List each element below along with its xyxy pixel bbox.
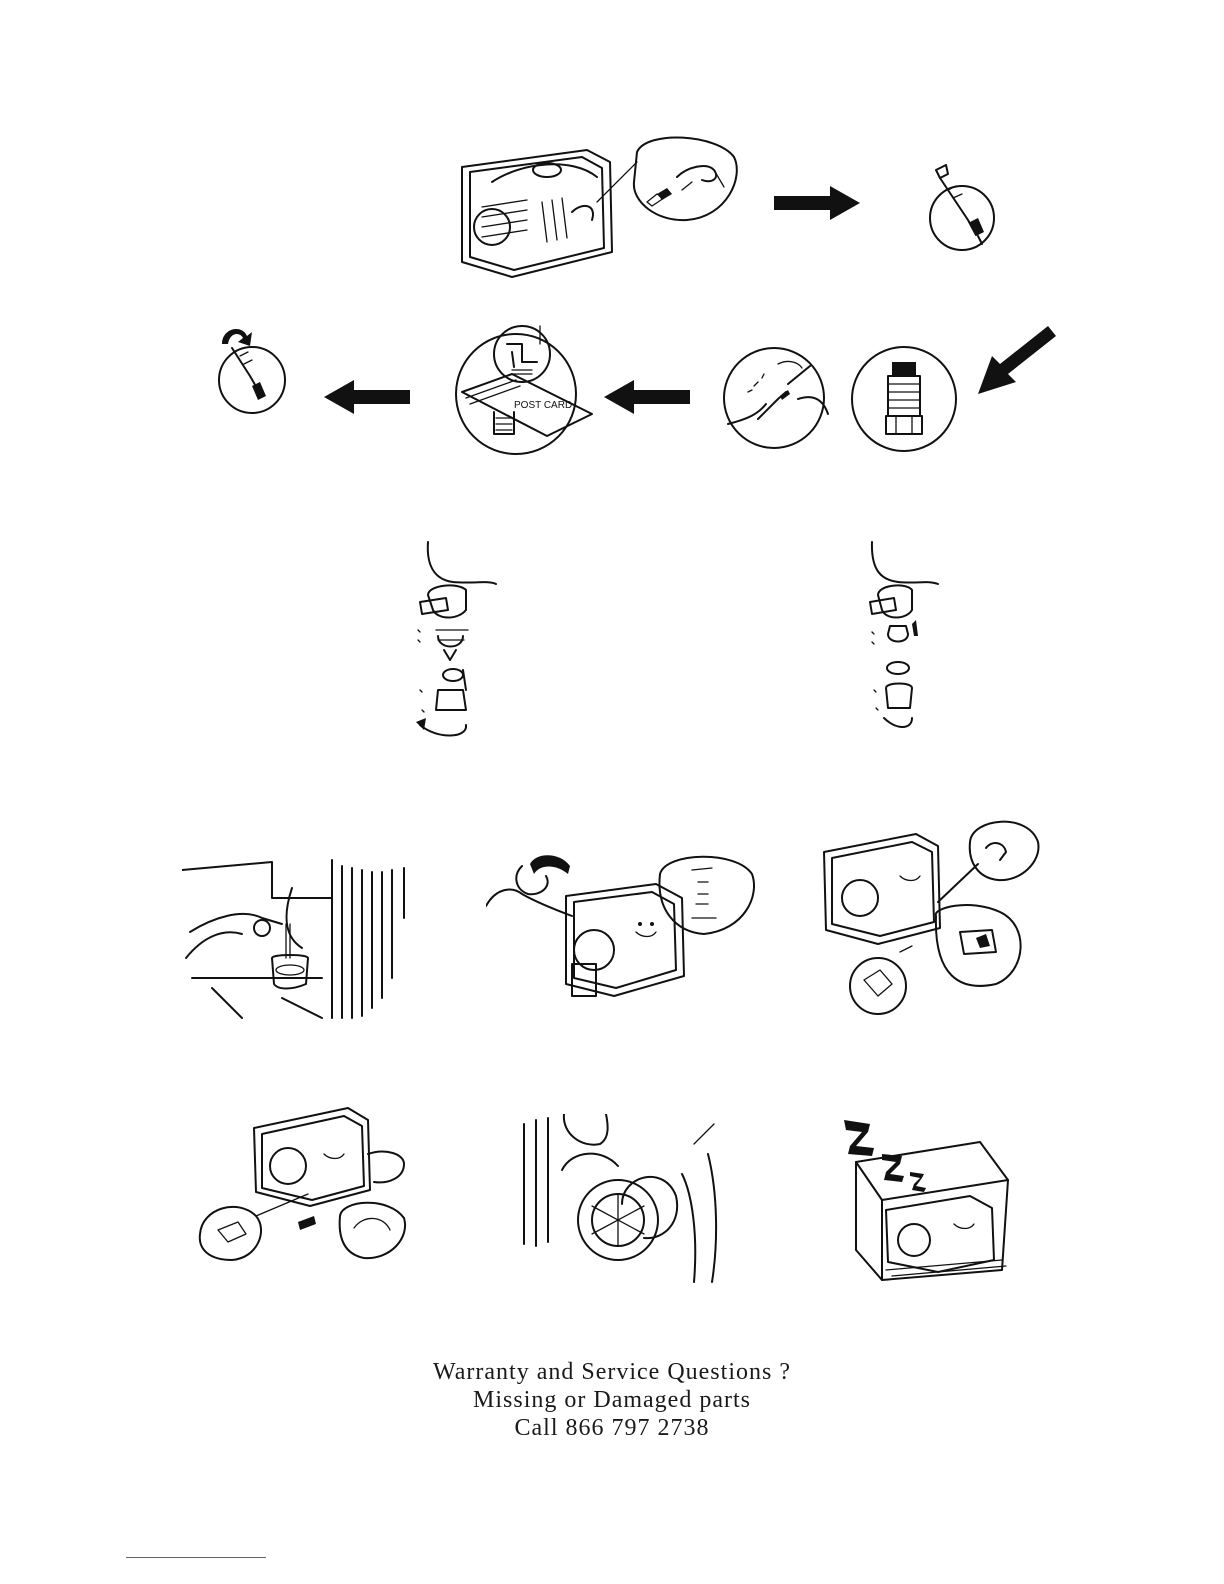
missing-parts-line: Missing or Damaged parts <box>0 1386 1224 1414</box>
phone-line[interactable]: Call 866 797 2738 <box>0 1414 1224 1442</box>
check-gap-postcard-circle: POST CARD <box>452 322 594 458</box>
spark-plug-inspect-circle <box>844 344 966 454</box>
clean-spark-plug-brush-circle <box>718 344 834 456</box>
arrow-left-icon <box>604 380 690 414</box>
pull-recoil-starter-illustration <box>522 1114 718 1286</box>
generator-spark-plug-illustration <box>452 132 742 282</box>
remove-sediment-cup-illustration <box>408 540 504 744</box>
postcard-label: POST CARD <box>514 400 572 411</box>
footnote-rule <box>126 1557 266 1558</box>
spark-plug-removal-illustration <box>198 1104 410 1264</box>
arrow-right-icon <box>774 186 860 220</box>
drain-oil-illustration <box>486 846 760 1000</box>
arrow-down-left-icon <box>978 326 1056 394</box>
reinstall-sediment-cup-illustration <box>866 540 944 736</box>
warranty-footer: Warranty and Service Questions ? Missing… <box>0 1358 1224 1442</box>
spark-plug-detail-circle <box>918 160 1000 254</box>
reinstall-spark-plug-circle <box>212 318 292 422</box>
arrow-left-icon <box>324 380 410 414</box>
refill-oil-illustration <box>820 812 1042 1016</box>
drain-carburetor-illustration <box>182 858 420 1020</box>
warranty-line: Warranty and Service Questions ? <box>0 1358 1224 1386</box>
store-generator-covered-illustration <box>842 1120 1020 1282</box>
